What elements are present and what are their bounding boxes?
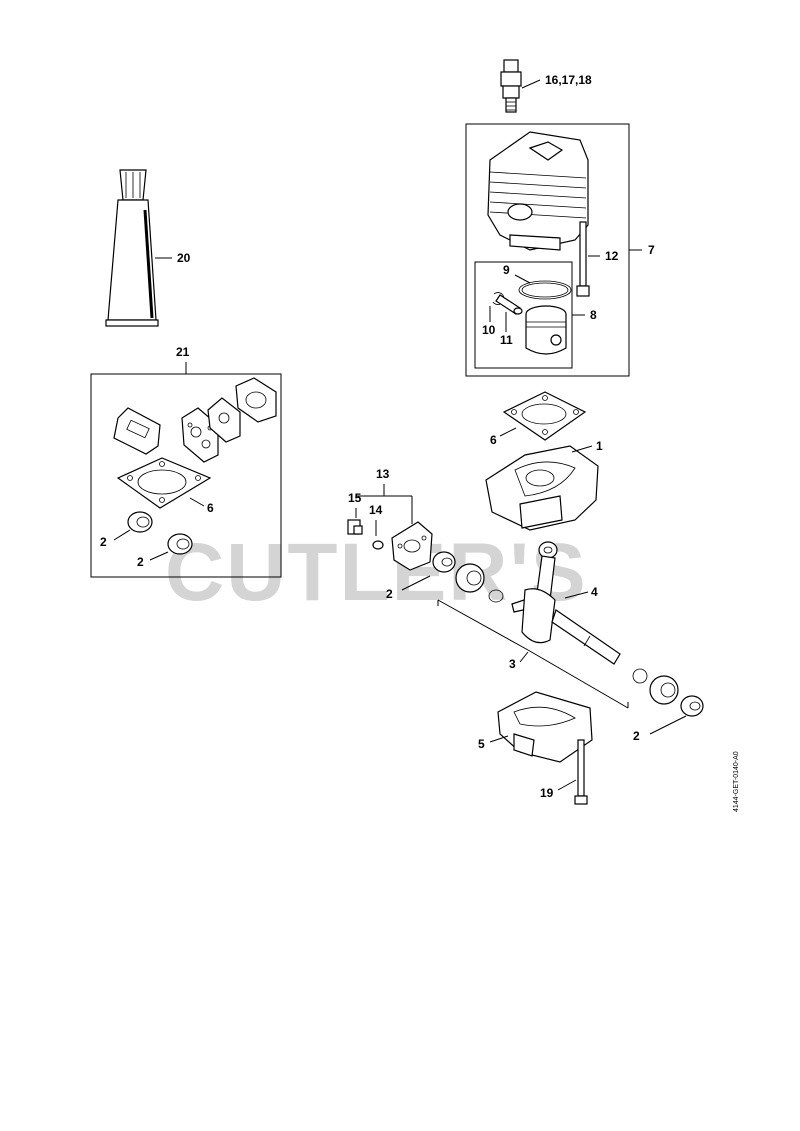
document-reference: 4144-GET-0140-A0 (733, 751, 740, 812)
callout-7: 7 (648, 243, 655, 257)
ball-bearing-part-left (455, 563, 485, 593)
piston-ring-part (518, 280, 572, 300)
cylinder-gasket-part-left (116, 457, 212, 509)
callout-20: 20 (177, 251, 191, 265)
callout-4: 4 (591, 585, 598, 599)
callout-2-box-upper: 2 (100, 535, 107, 549)
callout-15: 15 (348, 491, 362, 505)
oil-seal-part-left (432, 551, 456, 573)
gasket-set-box (90, 373, 282, 578)
oil-seal-part-lower (167, 533, 193, 555)
callout-6-left: 6 (207, 501, 214, 515)
oil-seal-part-upper (127, 511, 153, 533)
crankcase-lower-part (497, 691, 593, 763)
callout-2-crank-right: 2 (633, 729, 640, 743)
oil-seal-part-right (680, 695, 704, 717)
callout-10: 10 (482, 323, 496, 337)
cylinder-gasket-part-right (502, 391, 587, 441)
crankcase-bolt-part (574, 739, 588, 805)
callout-9: 9 (503, 263, 510, 277)
piston-part (525, 305, 567, 355)
callout-19: 19 (540, 786, 554, 800)
crankshaft-part (511, 588, 621, 665)
connecting-rod-part (535, 541, 558, 601)
callout-5: 5 (478, 737, 485, 751)
callout-3: 3 (509, 657, 516, 671)
callout-6-right: 6 (490, 433, 497, 447)
callout-13: 13 (376, 467, 390, 481)
callout-21: 21 (176, 345, 190, 359)
spring-part (372, 540, 384, 550)
spark-plug-part (500, 59, 522, 113)
callout-2-crank-left: 2 (386, 587, 393, 601)
crankcase-part (485, 445, 599, 531)
exhaust-gasket-part (113, 407, 161, 455)
cylinder-bolt-part (576, 221, 590, 297)
callout-14: 14 (369, 503, 383, 517)
seal-carrier-part (391, 521, 433, 571)
connector-part (347, 519, 363, 535)
washer-part-right (632, 668, 648, 684)
cylinder-part (487, 131, 589, 251)
ball-bearing-part-right (649, 675, 679, 705)
callout-12: 12 (605, 249, 619, 263)
intake-gasket-part (235, 377, 277, 423)
grease-tube-part (105, 169, 159, 327)
callout-11: 11 (500, 333, 513, 347)
washer-part-left (488, 589, 504, 603)
callout-2-box-lower: 2 (137, 555, 144, 569)
callout-1: 1 (596, 439, 603, 453)
callout-16-17-18: 16,17,18 (545, 73, 592, 87)
insulator-gasket-part (207, 397, 241, 443)
piston-pin-part (495, 294, 523, 315)
callout-8: 8 (590, 308, 597, 322)
